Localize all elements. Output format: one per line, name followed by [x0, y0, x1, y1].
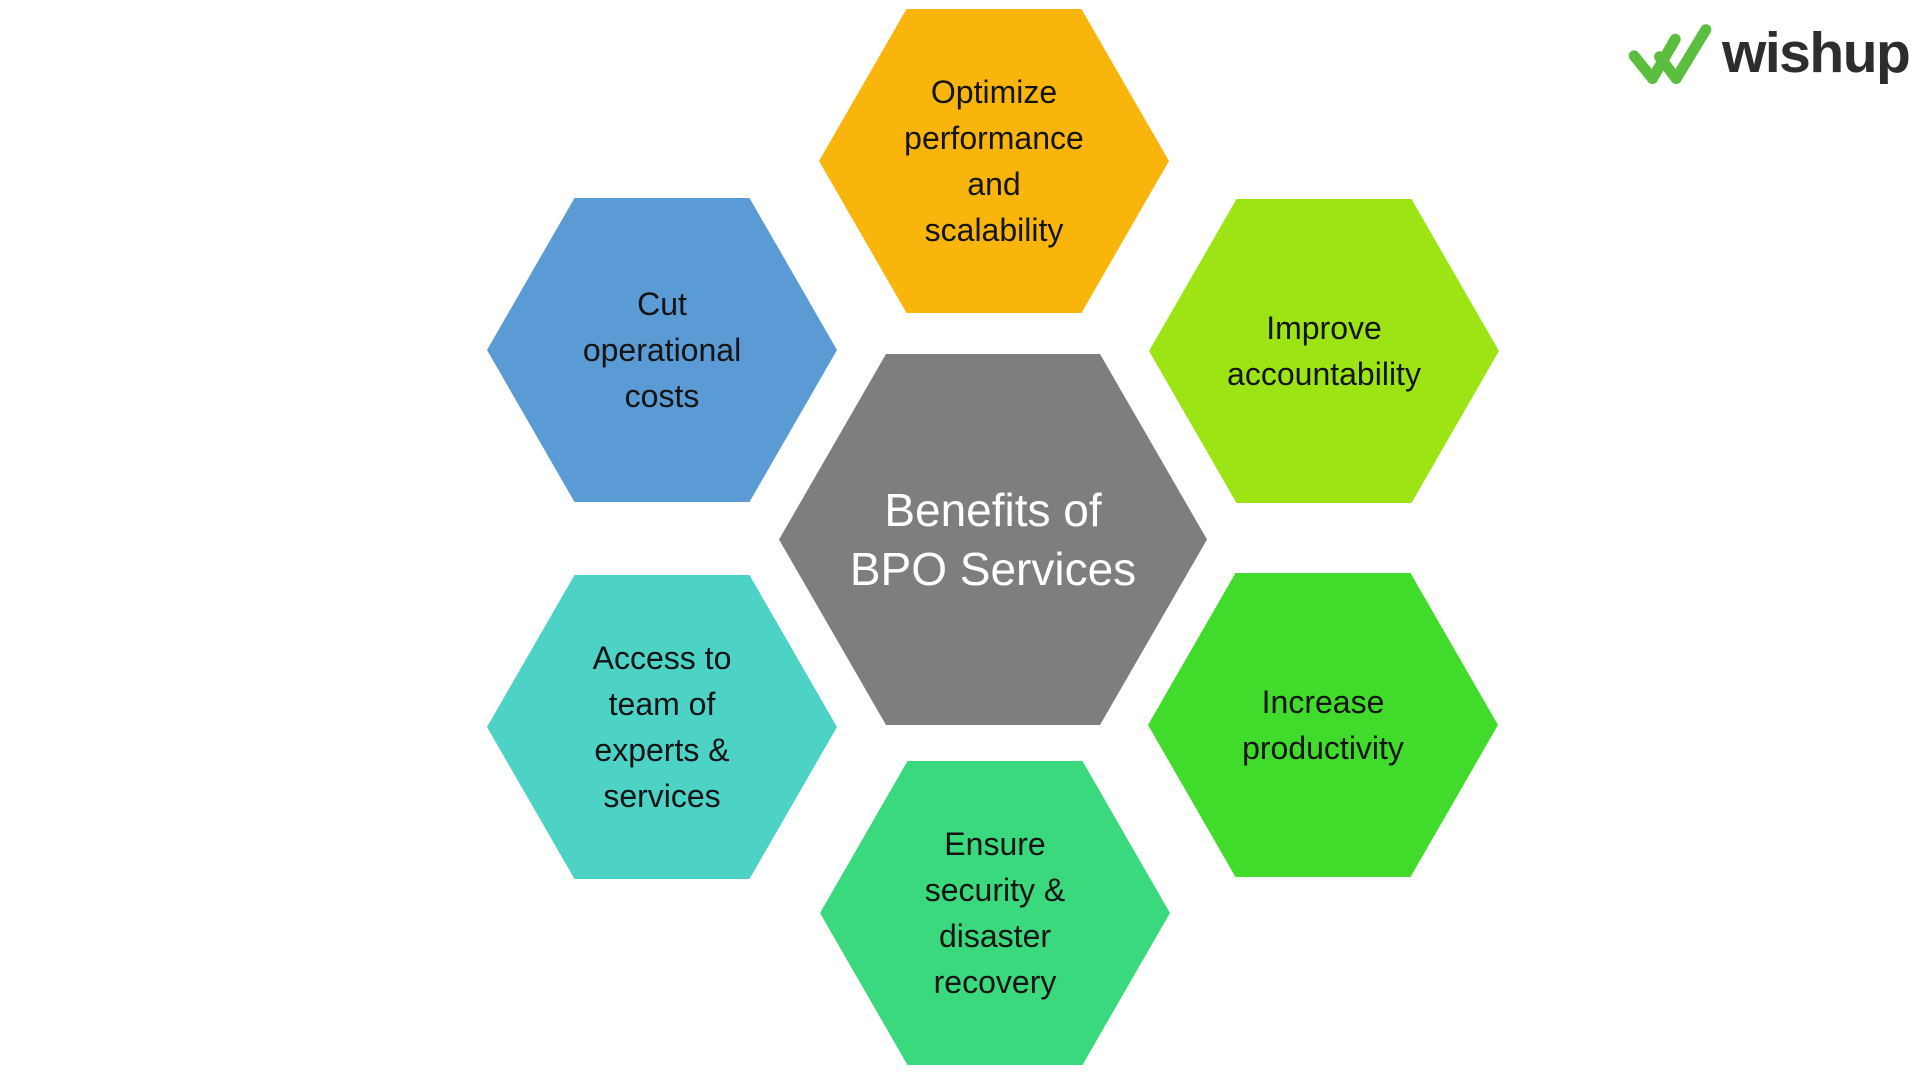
hexagon-label: Increase productivity	[1242, 684, 1404, 766]
hexagon-improve-accountability: Improve accountability	[1149, 199, 1499, 503]
hexagon-ensure-security: Ensure security & disaster recovery	[820, 761, 1170, 1065]
hexagon-label: Access to team of experts & services	[592, 640, 732, 814]
center-title: Benefits of BPO Services	[849, 483, 1137, 595]
hexagon-label: Cut operational costs	[582, 286, 742, 414]
hexagon-label: Improve accountability	[1227, 310, 1421, 392]
wishup-wordmark: wishup	[1722, 20, 1911, 85]
wishup-logo: wishup	[1628, 20, 1911, 88]
hexagon-increase-productivity: Increase productivity	[1148, 573, 1498, 877]
hexagon-access-experts: Access to team of experts & services	[487, 575, 837, 879]
hexagon-label: Ensure security & disaster recovery	[924, 826, 1066, 1000]
hexagon-optimize-performance: Optimize performance and scalability	[819, 9, 1169, 313]
double-checkmark-icon	[1628, 24, 1712, 85]
hexagon-cut-costs: Cut operational costs	[487, 198, 837, 502]
hexagon-benefits-center: Benefits of BPO Services	[779, 354, 1207, 725]
hexagon-label: Optimize performance and scalability	[904, 74, 1084, 248]
